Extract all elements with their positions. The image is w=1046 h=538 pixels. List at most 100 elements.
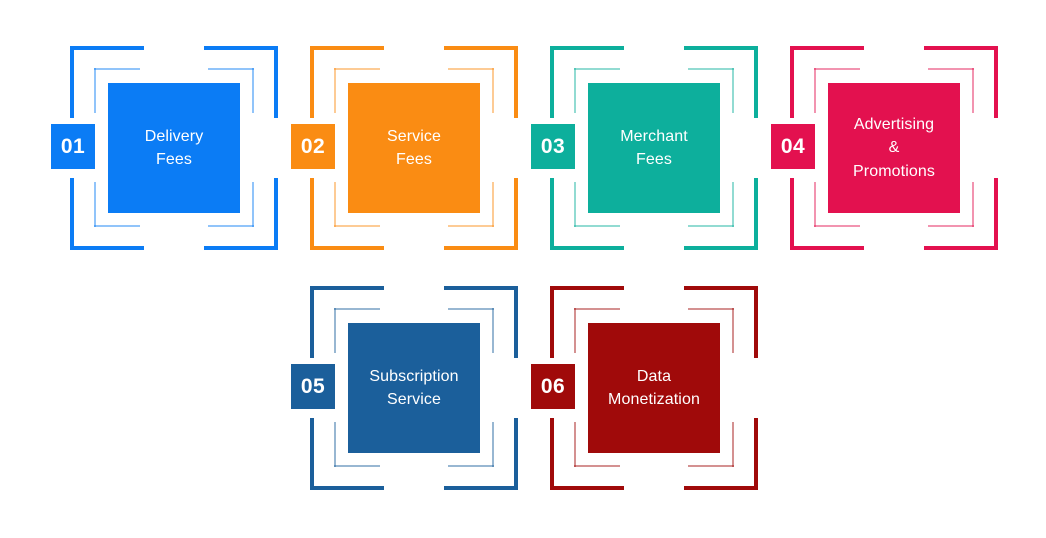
inner-bracket-frame xyxy=(574,308,734,467)
bracket-segment xyxy=(574,465,620,467)
bracket-segment xyxy=(310,46,314,118)
bracket-segment xyxy=(814,68,860,70)
item-label: Delivery Fees xyxy=(144,127,204,168)
bracket-segment xyxy=(444,486,518,490)
bracket-segment xyxy=(334,68,380,70)
bracket-segment xyxy=(688,225,734,227)
item-number-badge: 04 xyxy=(771,124,815,169)
item-number-badge: 01 xyxy=(51,124,95,169)
item-tile[interactable]: Data Monetization xyxy=(588,323,720,453)
bracket-segment xyxy=(574,308,620,310)
bracket-segment xyxy=(684,486,758,490)
diagram-item-01[interactable]: Delivery Fees 01 xyxy=(51,46,310,296)
item-label: Advertising & Promotions xyxy=(853,116,935,180)
bracket-segment xyxy=(790,46,864,50)
bracket-segment xyxy=(732,182,734,227)
item-tile[interactable]: Service Fees xyxy=(348,83,480,213)
bracket-segment xyxy=(492,68,494,113)
bracket-segment xyxy=(204,46,278,50)
bracket-segment xyxy=(448,308,494,310)
bracket-segment xyxy=(70,178,74,250)
item-number-badge: 06 xyxy=(531,364,575,409)
diagram-item-06[interactable]: Data Monetization 06 xyxy=(531,286,790,536)
bracket-segment xyxy=(94,68,96,113)
bracket-segment xyxy=(994,178,998,250)
bracket-segment xyxy=(994,46,998,118)
item-number-badge: 02 xyxy=(291,124,335,169)
bracket-segment xyxy=(514,286,518,358)
bracket-segment xyxy=(972,68,974,113)
bracket-segment xyxy=(550,286,624,290)
bracket-segment xyxy=(550,178,554,250)
bracket-segment xyxy=(252,182,254,227)
bracket-segment xyxy=(550,246,624,250)
outer-bracket-frame xyxy=(790,46,998,250)
bracket-segment xyxy=(514,418,518,490)
item-tile[interactable]: Merchant Fees xyxy=(588,83,720,213)
bracket-segment xyxy=(754,46,758,118)
item-label: Subscription Service xyxy=(369,367,459,408)
inner-bracket-frame xyxy=(814,68,974,227)
bracket-segment xyxy=(732,422,734,467)
item-number-badge: 03 xyxy=(531,124,575,169)
bracket-segment xyxy=(574,68,620,70)
bracket-segment xyxy=(924,246,998,250)
bracket-segment xyxy=(444,246,518,250)
bracket-segment xyxy=(448,68,494,70)
bracket-segment xyxy=(492,182,494,227)
outer-bracket-frame xyxy=(70,46,278,250)
diagram-item-03[interactable]: Merchant Fees 03 xyxy=(531,46,790,296)
bracket-segment xyxy=(444,46,518,50)
outer-bracket-frame xyxy=(310,286,518,490)
bracket-segment xyxy=(70,46,74,118)
outer-bracket-frame xyxy=(550,286,758,490)
bracket-segment xyxy=(754,418,758,490)
bracket-segment xyxy=(732,308,734,353)
bracket-segment xyxy=(790,246,864,250)
bracket-segment xyxy=(790,178,794,250)
bracket-segment xyxy=(492,308,494,353)
bracket-segment xyxy=(928,225,974,227)
bracket-segment xyxy=(310,178,314,250)
bracket-segment xyxy=(310,418,314,490)
bracket-segment xyxy=(814,182,816,227)
bracket-segment xyxy=(754,178,758,250)
inner-bracket-frame xyxy=(94,68,254,227)
bracket-segment xyxy=(924,46,998,50)
diagram-item-02[interactable]: Service Fees 02 xyxy=(291,46,550,296)
bracket-segment xyxy=(684,246,758,250)
item-label: Data Monetization xyxy=(608,367,700,408)
bracket-segment xyxy=(814,68,816,113)
diagram-item-04[interactable]: Advertising & Promotions 04 xyxy=(771,46,1030,296)
bracket-segment xyxy=(94,182,96,227)
bracket-segment xyxy=(688,308,734,310)
bracket-segment xyxy=(70,46,144,50)
bracket-segment xyxy=(252,68,254,113)
bracket-segment xyxy=(550,46,554,118)
bracket-segment xyxy=(94,68,140,70)
item-tile[interactable]: Advertising & Promotions xyxy=(828,83,960,213)
bracket-segment xyxy=(492,422,494,467)
inner-bracket-frame xyxy=(334,68,494,227)
bracket-segment xyxy=(274,178,278,250)
inner-bracket-frame xyxy=(334,308,494,467)
bracket-segment xyxy=(928,68,974,70)
bracket-segment xyxy=(94,225,140,227)
bracket-segment xyxy=(310,246,384,250)
bracket-segment xyxy=(70,246,144,250)
bracket-segment xyxy=(204,246,278,250)
bracket-segment xyxy=(334,308,380,310)
bracket-segment xyxy=(972,182,974,227)
bracket-segment xyxy=(310,46,384,50)
bracket-segment xyxy=(514,46,518,118)
bracket-segment xyxy=(310,286,314,358)
bracket-segment xyxy=(274,46,278,118)
bracket-segment xyxy=(334,182,336,227)
item-tile[interactable]: Delivery Fees xyxy=(108,83,240,213)
bracket-segment xyxy=(574,182,576,227)
item-tile[interactable]: Subscription Service xyxy=(348,323,480,453)
bracket-segment xyxy=(550,286,554,358)
outer-bracket-frame xyxy=(550,46,758,250)
